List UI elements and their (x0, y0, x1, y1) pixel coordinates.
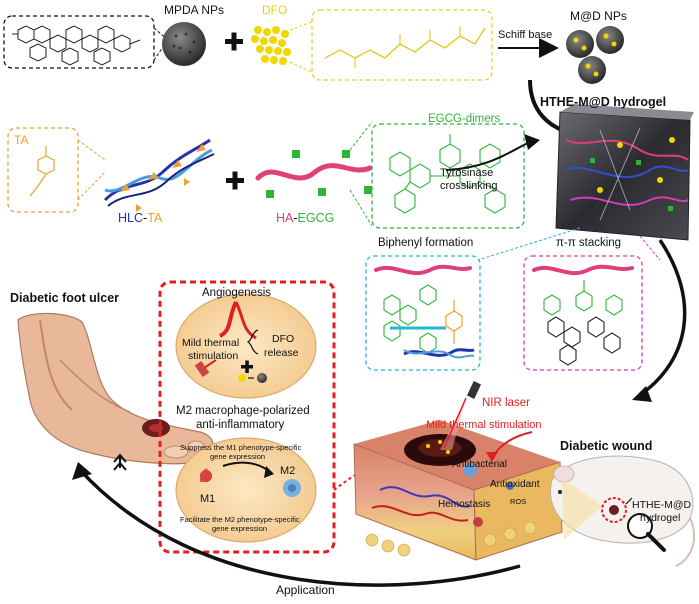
angiogenesis-circle (175, 293, 317, 399)
egcg-text: EGCG (297, 211, 335, 225)
schiff-base-label: Schiff base (498, 29, 553, 41)
skin-tissue-block (353, 420, 563, 561)
application-label: Application (276, 583, 335, 597)
mild-thermal-label-1: Mild thermal (182, 337, 240, 349)
ta-text: TA (147, 211, 163, 225)
ha-egcg-chain (255, 150, 373, 198)
foot-title: Diabetic foot ulcer (10, 291, 120, 305)
macrophage-circle (175, 437, 317, 543)
tyrosinase-label-2: crosslinking (440, 180, 498, 192)
mouse-hydrogel-label-1: HTHE-M@D (632, 499, 692, 511)
diabetic-wound-label: Diabetic wound (560, 439, 653, 453)
np-pores (172, 32, 196, 54)
facilitate-label-1: Facilitate the M2 phenotype-specific (180, 515, 300, 524)
ta-label: TA (14, 133, 29, 147)
pi-stacking-box (523, 255, 643, 371)
m2-polarized-label-2: anti-inflammatory (196, 419, 285, 431)
ros-label: ROS (510, 497, 527, 506)
dfo-release-label-1: DFO (272, 333, 295, 345)
mouse-hydrogel-label-2: hydrogel (640, 512, 681, 524)
dfo-label: DFO (262, 3, 288, 17)
nir-laser (440, 381, 482, 450)
plus-sign-polymer (226, 171, 244, 190)
mild-thermal-label-2: stimulation (188, 350, 239, 362)
m2-polarized-label-1: M2 macrophage-polarized (176, 405, 310, 417)
pi-stacking-label: π-π stacking (556, 237, 622, 249)
hlc-ta-label: HLC-TA (118, 212, 162, 225)
hydrogel-block (555, 104, 694, 241)
mpda-nanoparticle (162, 22, 206, 66)
mild-thermal-stim-label: Mild thermal stimulation (426, 419, 542, 431)
dfo-structure-box (311, 9, 493, 81)
egcg-dimer-box (371, 123, 525, 229)
therapy-box (158, 280, 336, 554)
hlc-text: HLC (118, 211, 144, 225)
dfo-release-label-2: release (264, 347, 299, 359)
ta-structure-box (7, 127, 79, 213)
hlc-dash: - (143, 211, 148, 225)
hemostasis-label: Hemostasis (438, 499, 491, 510)
hlc-triple-helix (103, 138, 215, 212)
nir-laser-label: NIR laser (482, 397, 530, 409)
egcg-dimers-label: EGCG-dimers (428, 113, 501, 125)
md-nps-label: M@D NPs (570, 9, 627, 23)
hydrogel-title: HTHE-M@D hydrogel (540, 95, 667, 109)
ha-dash: - (293, 211, 298, 225)
plus-sign-top (225, 32, 243, 51)
antioxidant-label: Antioxidant (490, 479, 540, 490)
facilitate-label-2: gene expression (212, 524, 268, 533)
antibacterial-label: Antibacterial (452, 459, 508, 470)
ha-text: HA (276, 211, 294, 225)
md-nanoparticles (566, 26, 624, 84)
biphenyl-label: Biphenyl formation (378, 237, 474, 249)
tyrosinase-label-1: Tyrosinase (440, 167, 494, 179)
zoom-connector (153, 27, 169, 61)
biphenyl-box (365, 255, 481, 371)
m2-label: M2 (280, 465, 296, 477)
ha-egcg-label: HA-EGCG (276, 212, 334, 225)
suppress-label-1: Suppress the M1 phenotype-specific (180, 443, 302, 452)
suppress-label-2: gene expression (210, 452, 266, 461)
angiogenesis-label: Angiogenesis (202, 287, 272, 299)
dfo-particles (251, 26, 291, 65)
mouse-illustration (550, 455, 695, 567)
foot-illustration (17, 312, 214, 465)
mpda-structure-box (3, 15, 155, 69)
m1-label: M1 (200, 493, 216, 505)
plus-sign-angio (241, 360, 253, 373)
mpda-label: MPDA NPs (164, 3, 225, 17)
